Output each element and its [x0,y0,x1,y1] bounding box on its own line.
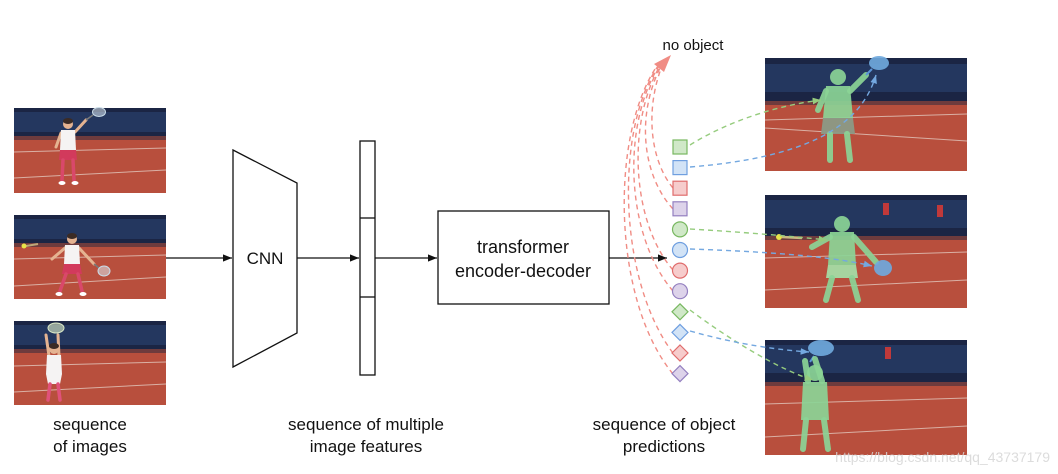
racket [97,265,111,277]
output-frame-2 [764,195,968,308]
court-line [764,113,968,121]
ball [21,243,39,249]
wall-base [14,349,166,353]
predictions-label-line1: sequence of object [593,415,736,434]
output-frame-3 [764,340,968,455]
match-arrow-green-3 [689,309,814,381]
no-object-arrows [623,55,674,375]
output-frame-1 [764,56,968,171]
prediction-slots [671,139,689,383]
wall-flag [883,203,889,215]
transformer-label-line1: transformer [477,237,569,257]
wall-base [765,382,967,386]
prediction-square-red-3 [672,180,688,196]
cnn-block [232,148,298,369]
court-line [13,361,167,367]
transformer-block [437,210,610,305]
court-line [764,127,968,142]
prediction-square-green-1 [672,139,688,155]
prediction-circle-red-7 [671,262,689,279]
match-arrows [689,74,877,381]
court-line [13,383,167,393]
watermark: https://blog.csdn.net/qq_43737179 [835,449,1050,465]
wall-base [14,136,166,140]
match-arrow-blue-2 [689,248,873,268]
player [54,107,106,185]
input-frame-1 [13,107,167,193]
racket-mask [874,260,892,276]
fence [14,219,166,239]
racket-mask [865,56,889,76]
cnn-label: CNN [247,249,284,268]
input-frame-3 [13,321,167,405]
images-label-line1: sequence [53,415,127,434]
player [44,322,65,402]
court-line [764,397,968,405]
person-mask [815,69,869,163]
feature-column [359,140,376,376]
court-line [13,169,167,179]
prediction-circle-blue-6 [671,241,689,259]
court-line [13,254,167,260]
racket [47,322,65,334]
court-line [764,279,968,291]
racket [92,107,106,117]
match-arrow-green-2 [689,228,828,243]
input-frame-2 [13,215,167,299]
transformer-label-line2: encoder-decoder [455,261,591,281]
person-mask [800,356,831,452]
court-line [13,147,167,153]
prediction-square-blue-2 [672,160,688,176]
prediction-diamond-green-9 [671,302,689,321]
wall-flag [937,205,943,217]
fence [14,325,166,345]
images-label-line2: of images [53,437,127,456]
features-label-line2: image features [310,437,422,456]
person-mask [809,216,879,303]
match-arrow-blue-3 [689,330,810,355]
prediction-square-purple-4 [672,201,688,217]
wall-base [765,236,967,240]
predictions-label-line2: predictions [623,437,705,456]
no-object-label: no object [663,37,725,54]
court-line [764,425,968,438]
match-arrow-blue-1 [689,74,877,168]
wall-base [765,101,967,105]
wall-base [14,243,166,247]
no-object-arrowhead [654,55,671,72]
prediction-diamond-red-11 [671,344,689,362]
fence [765,200,967,228]
prediction-diamond-blue-10 [671,323,689,342]
fence [765,345,967,373]
prediction-circle-purple-8 [671,283,689,300]
features-label-line1: sequence of multiple [288,415,444,434]
wall-flag [885,347,891,359]
court-line [13,276,167,287]
player [50,233,111,296]
prediction-circle-green-5 [671,221,689,238]
fence [14,112,166,132]
prediction-diamond-purple-12 [671,364,689,383]
